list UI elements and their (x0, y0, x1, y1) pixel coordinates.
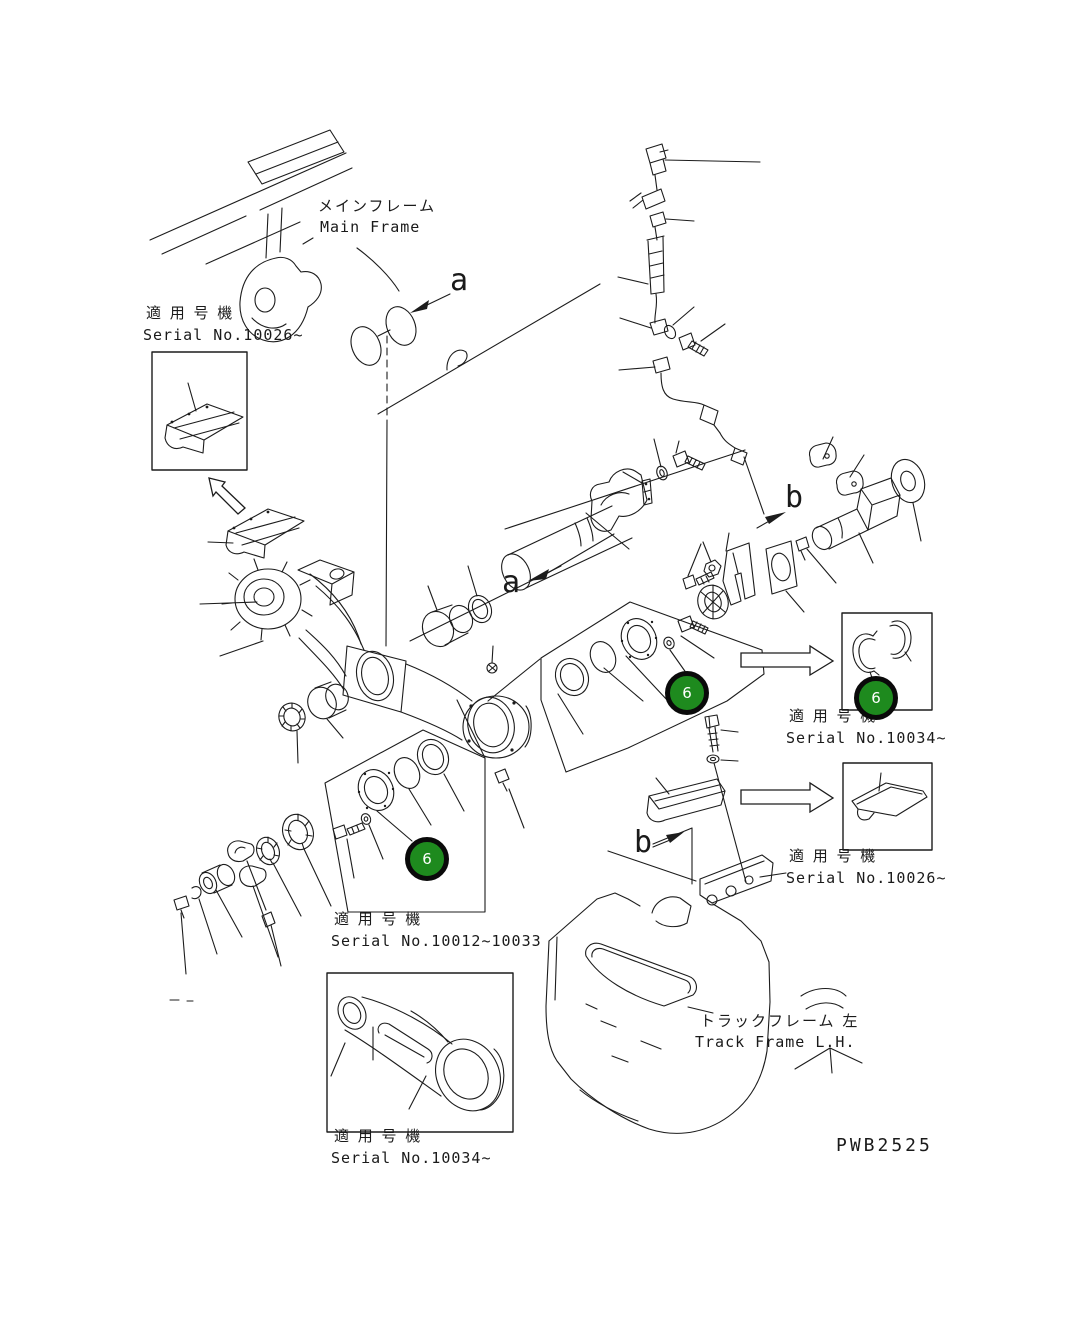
section-arrows (410, 293, 786, 848)
serial-note-bottom-heading: 適 用 号 機 (334, 1127, 423, 1145)
drawing-number: PWB2525 (836, 1135, 933, 1156)
section-label-b-right: b (785, 480, 804, 515)
lower-seal-group-art (324, 699, 486, 913)
section-label-b-bottom: b (634, 825, 653, 860)
serial-note-center-value: Serial No.10012~10033 (331, 932, 542, 950)
main-frame-label-jp: メインフレーム (318, 197, 437, 215)
inset-box-equalizer-end (326, 972, 514, 1133)
fork-parts-art (682, 532, 756, 883)
serial-note-right-lower-heading: 適 用 号 機 (789, 847, 878, 865)
serial-note-top-left-heading: 適 用 号 機 (146, 304, 235, 322)
serial-note-right-lower-value: Serial No.10026~ (786, 869, 947, 887)
section-b-parts-art (743, 436, 926, 613)
lower-left-parts-art (169, 813, 332, 1002)
main-frame-label-en: Main Frame (320, 218, 421, 236)
callout-number: 6 (422, 850, 432, 868)
track-frame-label-jp: トラックフレーム 左 (700, 1012, 860, 1030)
callout-marker-6-center[interactable]: 6 (665, 671, 709, 715)
callout-number: 6 (871, 689, 881, 707)
section-label-a-top: a (450, 263, 469, 298)
inset-box-cover-plate (151, 351, 305, 559)
serial-note-right-upper-value: Serial No.10034~ (786, 729, 947, 747)
pivot-pin-art (501, 438, 706, 591)
inset-box-snap-rings (740, 612, 933, 711)
inset-box-plate (740, 762, 933, 851)
callout-marker-6-lower[interactable]: 6 (405, 837, 449, 881)
equalizer-bar-art (199, 558, 562, 829)
main-frame-art (149, 129, 601, 647)
serial-note-bottom-value: Serial No.10034~ (331, 1149, 492, 1167)
track-frame-art (545, 777, 863, 1134)
grease-line-art (504, 143, 761, 530)
track-frame-label-en: Track Frame L.H. (695, 1033, 856, 1051)
center-seal-group-art (540, 601, 765, 773)
serial-note-top-left-value: Serial No.10026~ (143, 326, 304, 344)
serial-note-center-heading: 適 用 号 機 (334, 910, 423, 928)
section-label-a-mid: a (502, 565, 521, 600)
callout-number: 6 (682, 684, 692, 702)
callout-marker-6-snapring[interactable]: 6 (854, 676, 898, 720)
